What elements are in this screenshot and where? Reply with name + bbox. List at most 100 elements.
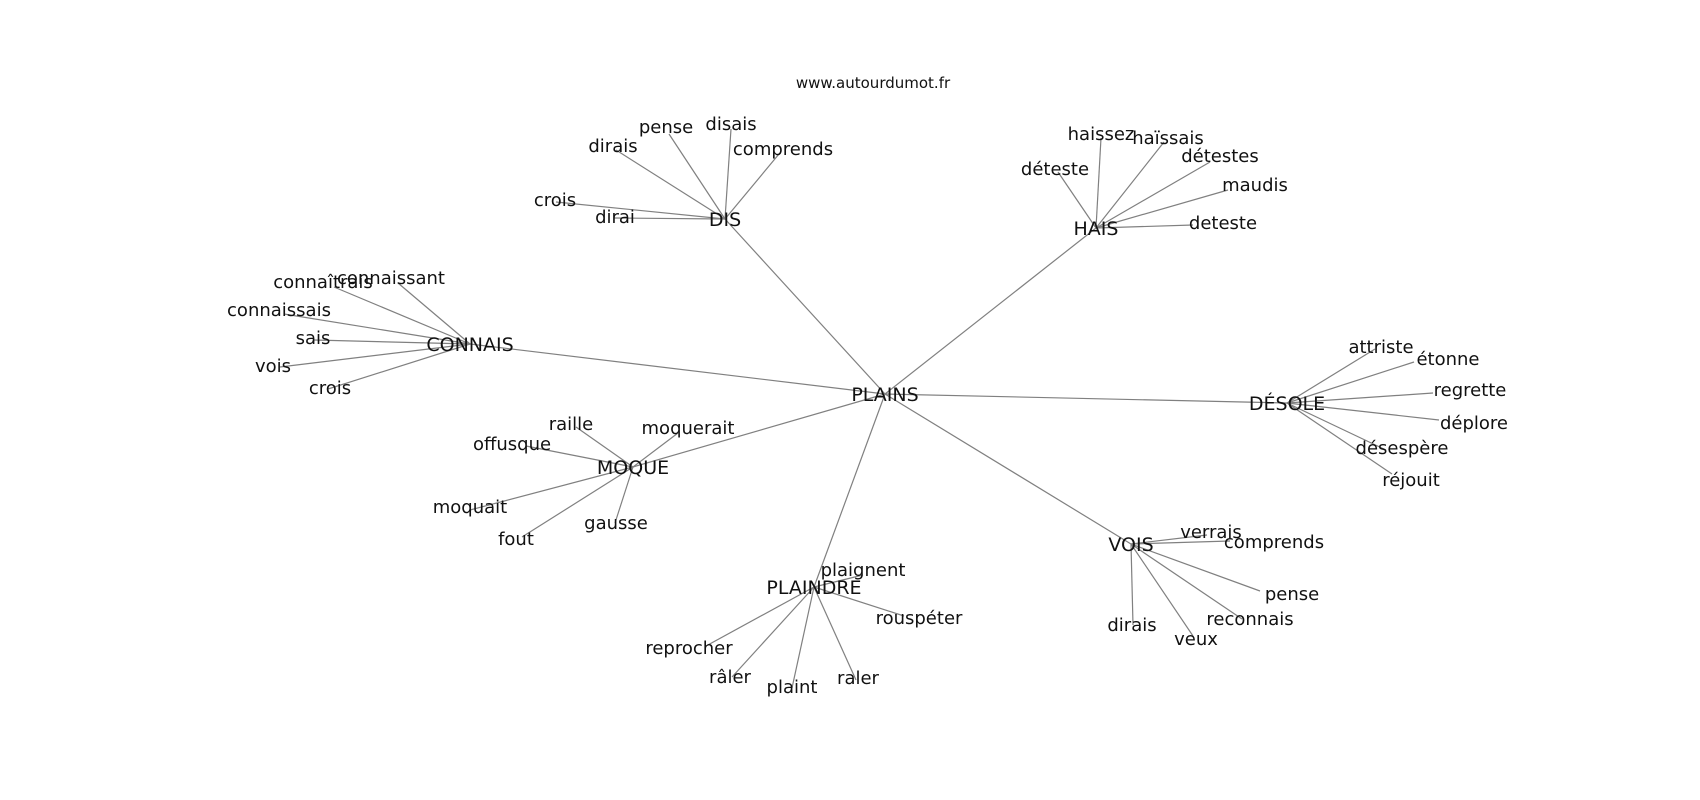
hub-word-edge xyxy=(575,426,634,468)
word-node-label: déteste xyxy=(1021,159,1089,180)
center-hub-edge xyxy=(884,393,1288,404)
word-node-label: plaint xyxy=(767,677,818,698)
word-node-label: haïssais xyxy=(1132,128,1204,149)
word-node-label: dirais xyxy=(588,136,637,157)
hub-word-edge xyxy=(813,574,864,588)
hub-word-edge xyxy=(813,586,905,617)
hub-word-edge xyxy=(731,586,815,678)
word-node-label: reconnais xyxy=(1206,609,1293,630)
word-node-label: haissez xyxy=(1068,124,1135,145)
credit-text: www.autourdumot.fr xyxy=(796,74,951,92)
word-node-label: disais xyxy=(705,114,756,135)
hub-word-edge xyxy=(521,466,634,538)
hub-word-edge xyxy=(1286,402,1393,475)
hub-word-edge xyxy=(668,133,726,220)
hub-word-edge xyxy=(469,466,634,511)
hub-word-edge xyxy=(1057,171,1097,229)
word-node-label: pense xyxy=(639,117,693,138)
word-node-label: connaissant xyxy=(337,268,445,289)
hub-word-edge xyxy=(1095,224,1194,229)
hub-word-edge xyxy=(632,432,679,468)
center-hub-edge xyxy=(724,218,886,395)
hub-word-edge xyxy=(1286,402,1387,451)
hub-word-edge xyxy=(614,466,634,524)
word-node-label: râler xyxy=(709,667,752,688)
word-node-label: sais xyxy=(296,328,331,349)
word-node-label: dirai xyxy=(595,207,635,228)
word-node-label: gausse xyxy=(584,513,648,534)
word-node-label: pense xyxy=(1265,584,1319,605)
hub-word-edge xyxy=(327,343,471,390)
word-node-label: deteste xyxy=(1189,213,1257,234)
hub-word-edge xyxy=(283,313,471,345)
word-node-label: crois xyxy=(309,378,351,399)
word-node-label: regrette xyxy=(1434,380,1507,401)
word-node-label: plaignent xyxy=(821,560,906,581)
hub-word-edge xyxy=(705,586,815,647)
word-node-label: raille xyxy=(549,414,594,435)
hub-word-edge xyxy=(279,343,471,368)
hub-word-edge xyxy=(1286,361,1415,404)
hub-word-edge xyxy=(613,217,726,220)
word-node-label: fout xyxy=(498,529,534,550)
hub-node-label: DIS xyxy=(709,209,741,231)
hub-word-edge xyxy=(1095,161,1211,229)
hub-word-edge xyxy=(1130,540,1231,545)
hub-node-label: VOIS xyxy=(1108,534,1153,556)
word-node-label: veux xyxy=(1174,629,1218,650)
word-node-label: détestes xyxy=(1181,146,1259,167)
word-node-label: étonne xyxy=(1416,349,1479,370)
hub-node-label: HAIS xyxy=(1074,218,1119,240)
hub-word-edge xyxy=(1130,543,1261,592)
word-node-label: rouspéter xyxy=(876,608,963,629)
center-node-label: PLAINS xyxy=(851,384,918,406)
hub-word-edge xyxy=(1130,543,1194,637)
word-node-label: connaissais xyxy=(227,300,331,321)
hub-word-edge xyxy=(525,445,634,468)
word-node-label: moquerait xyxy=(642,418,735,439)
word-node-label: comprends xyxy=(1224,532,1324,553)
hub-word-edge xyxy=(813,586,857,681)
word-node-label: raler xyxy=(837,668,880,689)
hub-word-edge xyxy=(1286,402,1440,421)
word-node-label: offusque xyxy=(473,434,551,455)
hub-word-edge xyxy=(313,339,471,345)
word-node-label: attriste xyxy=(1348,337,1413,358)
hub-word-edge xyxy=(1286,392,1434,404)
hub-node-label: CONNAIS xyxy=(426,334,513,356)
hub-word-edge xyxy=(1095,141,1165,229)
hub-node-label: MOQUE xyxy=(597,457,669,479)
hub-word-edge xyxy=(615,149,726,220)
hub-word-edge xyxy=(724,153,780,220)
word-node-label: vois xyxy=(255,356,291,377)
word-node-label: verrais xyxy=(1180,522,1242,543)
hub-word-edge xyxy=(1130,534,1208,545)
word-node-label: comprends xyxy=(733,139,833,160)
word-node-label: réjouit xyxy=(1382,470,1440,491)
hub-word-edge xyxy=(397,282,471,345)
center-hub-edge xyxy=(884,393,1132,545)
hub-word-edge xyxy=(555,201,726,220)
hub-word-edge xyxy=(1286,348,1376,404)
word-node-label: reprocher xyxy=(645,638,733,659)
hub-word-edge xyxy=(1130,543,1243,620)
word-node-label: dirais xyxy=(1107,615,1156,636)
hub-word-edge xyxy=(1095,137,1102,229)
word-node-label: déplore xyxy=(1440,413,1508,434)
hub-word-edge xyxy=(1095,189,1229,229)
word-node-label: moquait xyxy=(433,497,507,518)
center-hub-edge xyxy=(884,227,1097,395)
hub-word-edge xyxy=(333,286,471,345)
center-hub-edge xyxy=(813,393,886,588)
hub-word-edge xyxy=(724,128,732,220)
center-hub-edge xyxy=(632,393,886,468)
word-node-label: maudis xyxy=(1222,175,1288,196)
hub-word-edge xyxy=(1130,543,1134,626)
hub-node-label: PLAINDRE xyxy=(766,577,861,599)
word-node-label: connaîtrais xyxy=(273,272,373,293)
center-hub-edge xyxy=(469,343,886,395)
word-node-label: crois xyxy=(534,190,576,211)
graph-edges xyxy=(279,128,1440,689)
